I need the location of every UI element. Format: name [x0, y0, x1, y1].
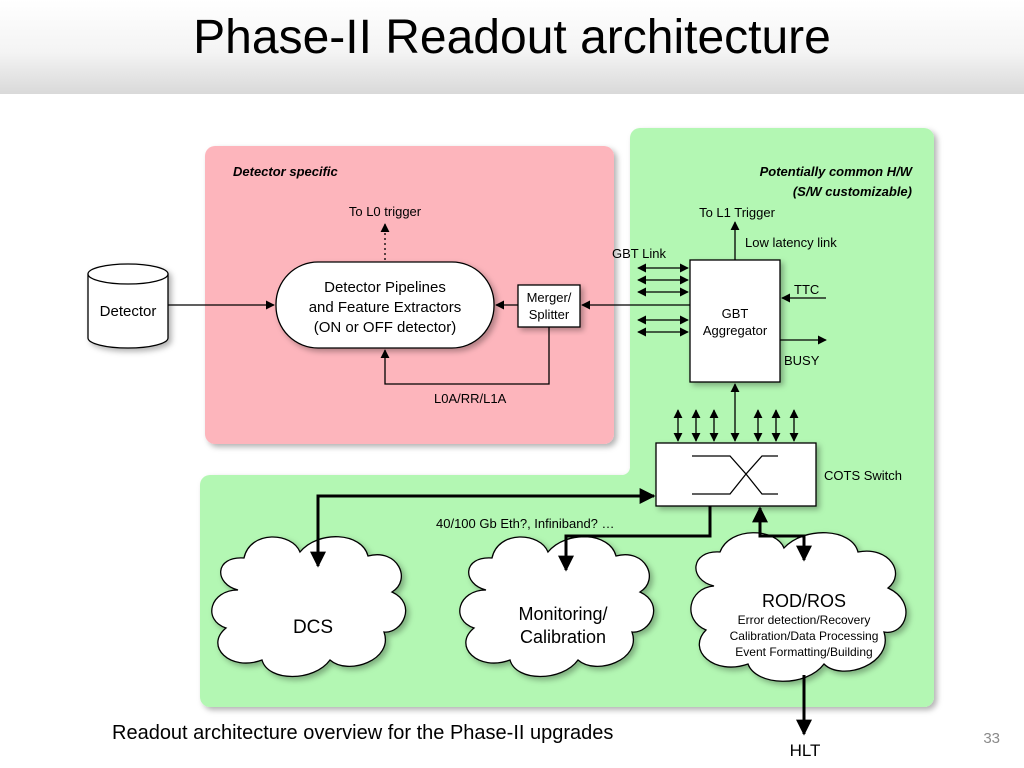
- dcs-switch-link: [310, 488, 656, 568]
- gbt-line-2: Aggregator: [703, 323, 768, 338]
- low-latency-label: Low latency link: [745, 235, 837, 250]
- gbt-aggregator-node: [689, 259, 781, 383]
- rod-ros-title: ROD/ROS: [762, 591, 846, 611]
- slide-caption: Readout architecture overview for the Ph…: [112, 722, 614, 744]
- ttc-label: TTC: [794, 282, 819, 297]
- common-hw-label-2: (S/W customizable): [793, 184, 912, 199]
- gbt-link-label: GBT Link: [612, 246, 666, 261]
- dcs-cloud: [211, 536, 407, 678]
- to-l0-label: To L0 trigger: [349, 204, 422, 219]
- pipelines-line-1: Detector Pipelines: [324, 279, 446, 296]
- monitoring-line-1: Monitoring/: [518, 604, 607, 624]
- rod-ros-line-1: Error detection/Recovery: [738, 613, 871, 627]
- monitoring-line-2: Calibration: [520, 627, 606, 647]
- cots-switch-label: COTS Switch: [824, 468, 902, 483]
- page-number: 33: [983, 730, 1000, 747]
- thick-connections: [310, 488, 812, 736]
- pipelines-line-2: and Feature Extractors: [309, 299, 462, 316]
- gbt-line-1: GBT: [722, 306, 749, 321]
- eth-label: 40/100 Gb Eth?, Infiniband? …: [436, 516, 615, 531]
- detector-specific-label: Detector specific: [233, 164, 339, 179]
- cots-switch-node: [655, 442, 817, 507]
- switch-monitoring-link: [558, 506, 712, 572]
- merger-line-2: Splitter: [529, 307, 570, 322]
- merger-line-1: Merger/: [527, 290, 572, 305]
- to-l1-label: To L1 Trigger: [699, 205, 776, 220]
- detector-label: Detector: [100, 303, 157, 320]
- rod-ros-line-3: Event Formatting/Building: [735, 645, 872, 659]
- slide-title: Phase-II Readout architecture: [193, 11, 831, 64]
- l0a-label: L0A/RR/L1A: [434, 391, 507, 406]
- busy-label: BUSY: [784, 353, 820, 368]
- title-bar: [0, 0, 1024, 94]
- rod-ros-line-2: Calibration/Data Processing: [730, 629, 879, 643]
- switch-symbol: [692, 455, 778, 495]
- common-hw-label-1: Potentially common H/W: [760, 164, 914, 179]
- switch-rod-link: [752, 506, 812, 562]
- hlt-label: HLT: [790, 741, 821, 760]
- dcs-label: DCS: [293, 617, 333, 638]
- thin-connections: [168, 221, 827, 442]
- pipelines-node: [275, 261, 495, 349]
- l0a-feedback-arrow: [380, 327, 550, 385]
- pipelines-line-3: (ON or OFF detector): [314, 319, 457, 336]
- detector-node: [87, 263, 169, 349]
